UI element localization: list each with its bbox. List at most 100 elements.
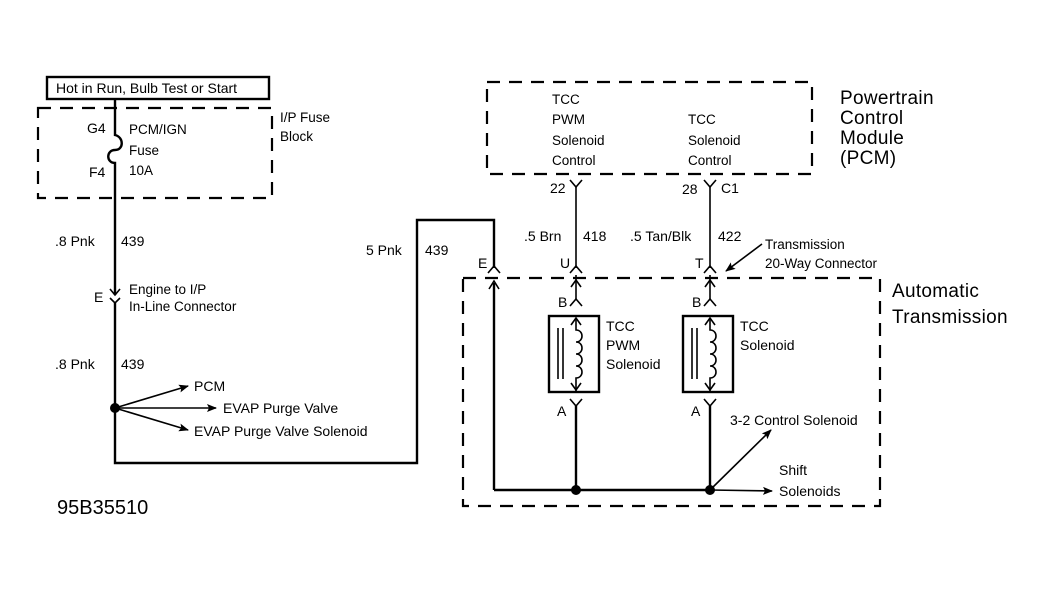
fuse-name-2: Fuse [129, 143, 159, 158]
arrow-up-icon [570, 316, 582, 326]
branch-arrow-icon [709, 486, 773, 495]
wire-circuit-label: 439 [121, 356, 145, 372]
pcm-title-3: Module [840, 128, 904, 149]
solenoid-label: Solenoid [740, 337, 795, 353]
branch-label-shift: Shift [779, 462, 807, 478]
trans-connector: E U T Transmission 20-Way Connector [478, 237, 878, 274]
arrow-up-icon [704, 278, 716, 288]
fuse-block-outline [36, 106, 274, 200]
branch-arrow-icon [114, 407, 189, 432]
tcc-solenoid: B TCC Solenoid A [681, 275, 795, 490]
pointer-arrow-icon [725, 243, 763, 272]
connector-fork-icon [703, 264, 717, 274]
wire-gauge-label: .8 Pnk [55, 233, 96, 249]
solenoid-label: TCC [740, 318, 769, 334]
solenoid-body [547, 314, 601, 394]
wire-gauge-label: .8 Pnk [55, 356, 96, 372]
branch-arrow-icon [114, 384, 189, 409]
inline-connector: E Engine to I/P In-Line Connector [94, 282, 237, 314]
pcm-pwm-control-label: Solenoid [552, 133, 605, 148]
wire-gauge-label: .5 Tan/Blk [630, 228, 692, 244]
branch-label-32-solenoid: 3-2 Control Solenoid [730, 412, 858, 428]
pin-fork-icon [569, 398, 583, 408]
pcm-pwm-control-label: Control [552, 153, 596, 168]
solenoid-coil-icon [575, 318, 583, 392]
trans-connector-label-2: 20-Way Connector [765, 256, 878, 271]
fuse-rating: 10A [129, 163, 153, 178]
pcm-title-4: (PCM) [840, 148, 896, 169]
wire-circuit-label: 439 [121, 233, 145, 249]
trans-connector-label: Transmission [765, 237, 845, 252]
pcm-module: Powertrain Control Module (PCM) TCC PWM … [485, 80, 934, 176]
wire-lower-left [113, 218, 496, 465]
arrow-down-icon [704, 382, 716, 392]
arrow-up-icon [570, 278, 582, 288]
solenoid-pin-a: A [691, 403, 701, 419]
connector-label-2: In-Line Connector [129, 299, 237, 314]
pcm-title-2: Control [840, 108, 903, 129]
wire-circuit-label: 439 [425, 242, 449, 258]
fuse-icon [107, 99, 123, 165]
connector-fork-icon [109, 297, 121, 305]
trans-pin-u: U [560, 255, 570, 271]
pcm-pin-22: 22 [550, 180, 566, 196]
arrow-down-icon [570, 382, 582, 392]
pcm-pwm-control-label: PWM [552, 112, 585, 127]
pin-fork-icon [569, 297, 583, 307]
branch-arrow-icon [709, 429, 772, 491]
transmission-title-2: Transmission [892, 307, 1008, 328]
branch-label-evap-solenoid: EVAP Purge Valve Solenoid [194, 423, 368, 439]
trans-pin-e: E [478, 255, 487, 271]
pin-fork-icon [569, 179, 583, 189]
pcm-tcc-control-label: Control [688, 153, 732, 168]
power-source-text: Hot in Run, Bulb Test or Start [56, 80, 237, 96]
fuse-pin-f4: F4 [89, 164, 106, 180]
power-source-label: Hot in Run, Bulb Test or Start [45, 75, 271, 101]
solenoid-pin-b: B [558, 294, 567, 310]
solenoid-coil-icon [709, 318, 717, 392]
pin-fork-icon [703, 297, 717, 307]
solenoid-label: PWM [606, 337, 640, 353]
arrow-up-icon [704, 316, 716, 326]
pcm-title: Powertrain [840, 88, 934, 109]
fuse-block: I/P Fuse Block G4 F4 PCM/IGN Fuse 10A [36, 99, 330, 200]
connector-arrow-icon [109, 288, 121, 297]
power-source-box [45, 75, 271, 101]
fuse-name: PCM/IGN [129, 122, 187, 137]
tcc-pwm-solenoid: B TCC PWM Solenoid A [547, 275, 661, 490]
fuse-pin-g4: G4 [87, 120, 106, 136]
solenoid-pin-b: B [692, 294, 701, 310]
pcm-pwm-control-label: TCC [552, 92, 580, 107]
solenoid-label: Solenoid [606, 356, 661, 372]
pin-fork-icon [703, 179, 717, 189]
solenoid-body [681, 314, 735, 394]
transmission-module: Automatic Transmission [461, 276, 1008, 508]
pcm-outline [485, 80, 814, 176]
solenoid-pin-a: A [557, 403, 567, 419]
fuse-block-name-2: Block [280, 129, 313, 144]
wire-circuit-label: 422 [718, 228, 742, 244]
wire-gauge-label: 5 Pnk [366, 242, 403, 258]
transmission-title: Automatic [892, 281, 979, 302]
pcm-tcc-control-label: TCC [688, 112, 716, 127]
wire-gauge-label: .5 Brn [524, 228, 561, 244]
trans-pin-t: T [695, 255, 704, 271]
connector-fork-icon [487, 264, 501, 274]
connector-fork-icon [569, 264, 583, 274]
arrow-up-icon [488, 279, 500, 290]
figure-id: 95B35510 [57, 497, 148, 519]
transmission-outline [461, 276, 882, 508]
branch-label-shift-2: Solenoids [779, 483, 841, 499]
connector-pin-label: E [94, 289, 103, 305]
solenoid-label: TCC [606, 318, 635, 334]
fuse-block-name: I/P Fuse [280, 110, 330, 125]
pcm-connector-c1: C1 [721, 180, 739, 196]
pcm-tcc-control-label: Solenoid [688, 133, 741, 148]
splice-dot [571, 485, 581, 495]
branch-label-pcm: PCM [194, 378, 225, 394]
connector-label: Engine to I/P [129, 282, 206, 297]
pcm-pin-28: 28 [682, 181, 698, 197]
wire-circuit-label: 418 [583, 228, 607, 244]
pin-fork-icon [703, 398, 717, 408]
